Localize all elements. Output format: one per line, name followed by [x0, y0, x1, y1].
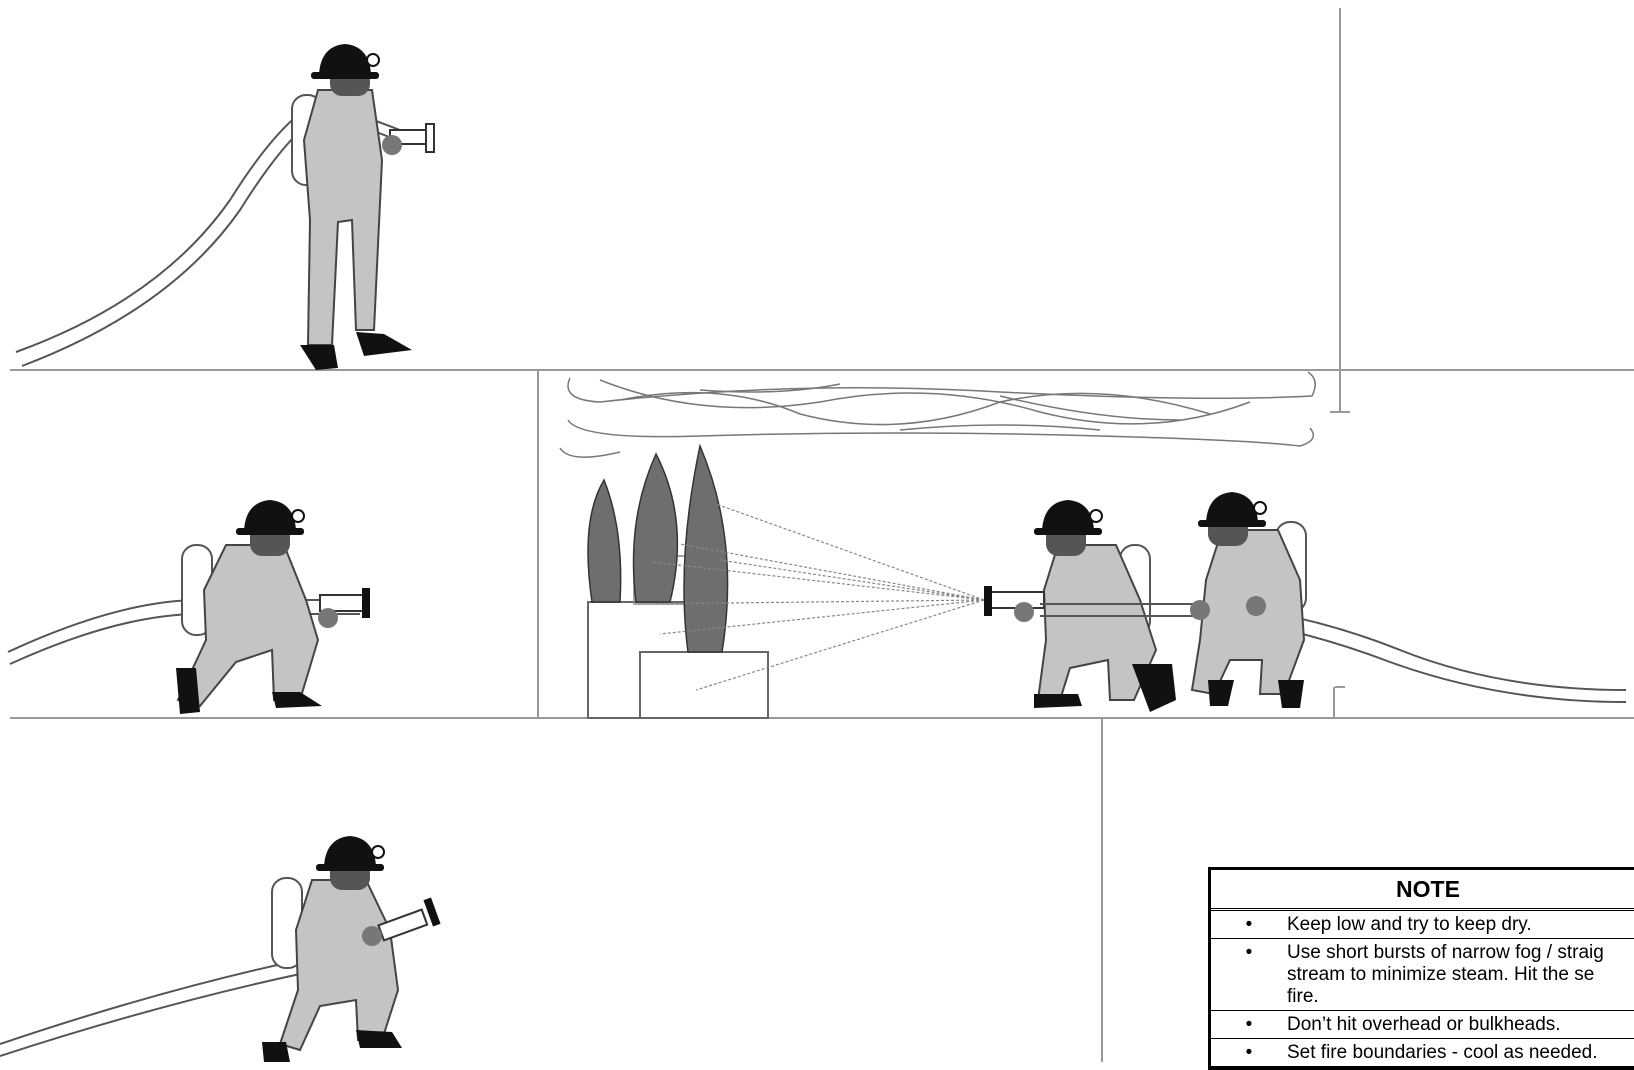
bullet: • [1211, 914, 1287, 936]
burning-crates [588, 446, 768, 718]
note-row: • Don’t hit overhead or bulkheads. [1211, 1011, 1634, 1039]
note-item: fire. [1287, 986, 1634, 1008]
bullet: • [1211, 942, 1287, 964]
kneeling-firefighter-left [8, 500, 370, 714]
smoke-layer [560, 372, 1315, 457]
note-row: • Keep low and try to keep dry. [1211, 911, 1634, 939]
nozzle-firefighter [984, 500, 1176, 712]
bullet: • [1211, 1042, 1287, 1064]
note-item: Keep low and try to keep dry. [1287, 914, 1634, 936]
note-item: Set fire boundaries - cool as needed. [1287, 1042, 1634, 1064]
note-item: Use short bursts of narrow fog / straig [1287, 942, 1634, 964]
note-item: Don’t hit overhead or bulkheads. [1287, 1014, 1634, 1036]
note-title: NOTE [1211, 870, 1634, 911]
note-item: stream to minimize steam. Hit the se [1287, 964, 1634, 986]
note-table: NOTE • Keep low and try to keep dry. • U… [1208, 867, 1634, 1070]
standing-firefighter [16, 44, 434, 370]
bullet: • [1211, 1014, 1287, 1036]
note-row: • Use short bursts of narrow fog / strai… [1211, 939, 1634, 1011]
kneeling-firefighter-bottom [0, 836, 441, 1062]
note-row: • Set fire boundaries - cool as needed. [1211, 1039, 1634, 1067]
